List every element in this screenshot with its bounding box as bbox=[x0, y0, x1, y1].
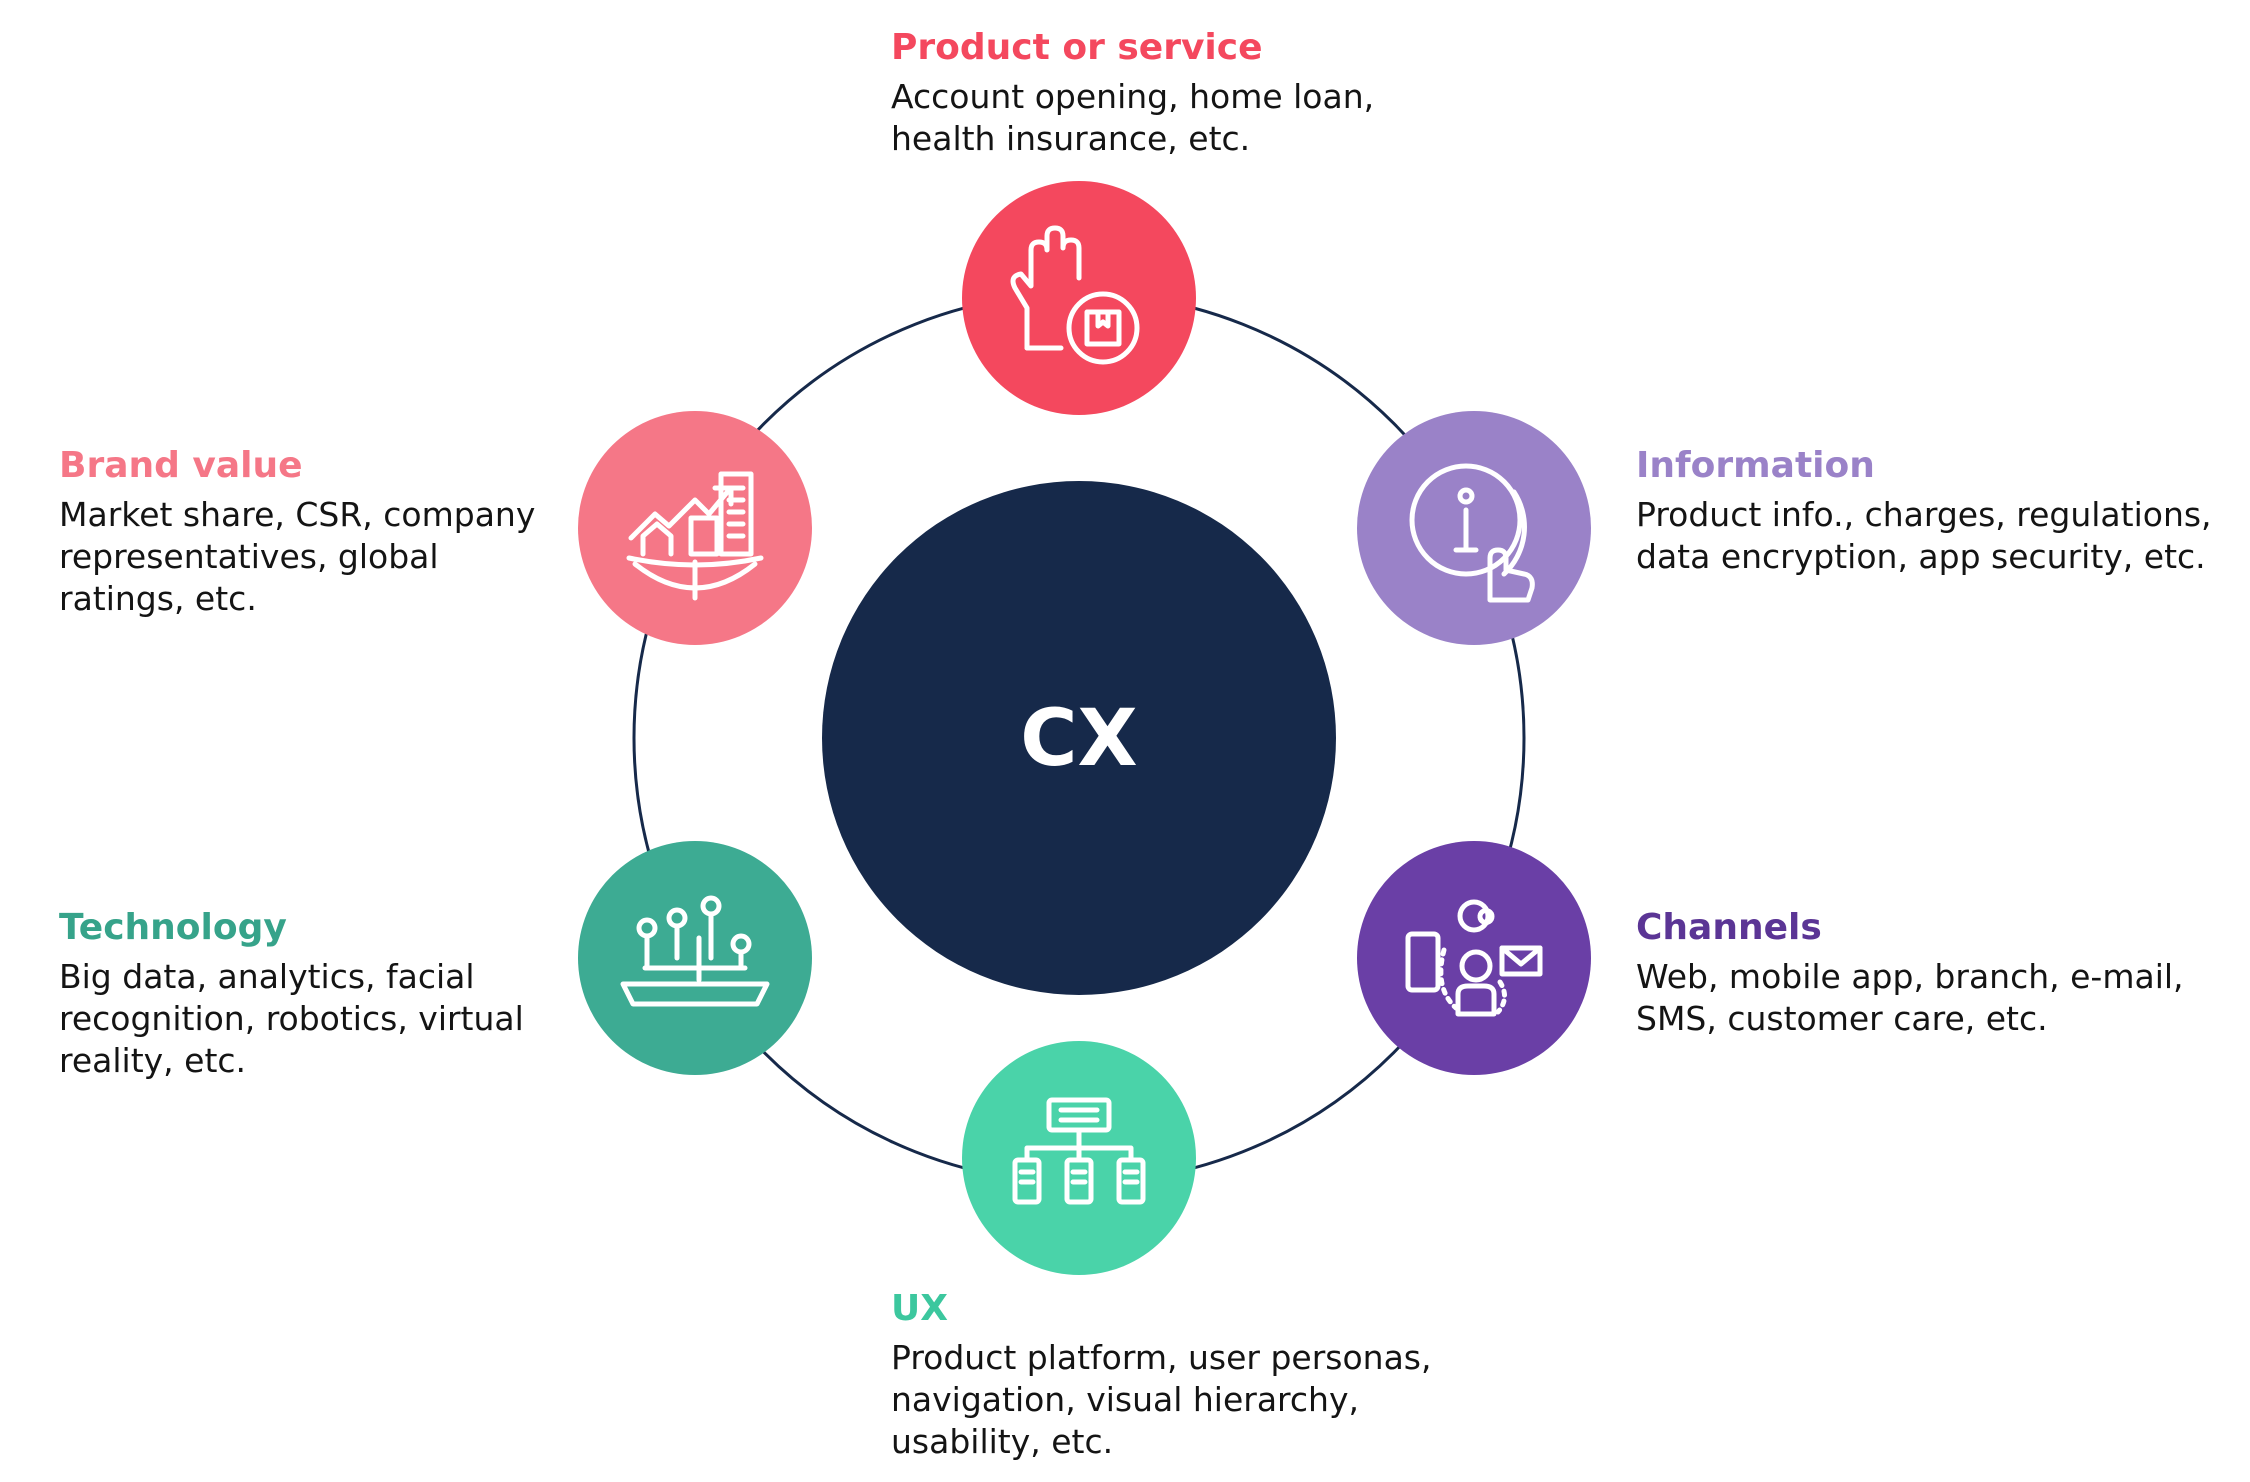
label-brand-desc-line-3: ratings, etc. bbox=[59, 579, 257, 618]
label-product-desc-line-2: health insurance, etc. bbox=[891, 119, 1251, 158]
label-information-desc-line-2: data encryption, app security, etc. bbox=[1636, 537, 2206, 576]
label-technology-desc-line-2: recognition, robotics, virtual bbox=[59, 999, 524, 1038]
label-brand-title: Brand value bbox=[59, 445, 303, 486]
channels-icon bbox=[1405, 899, 1543, 1017]
node-ux bbox=[962, 1041, 1196, 1275]
label-channels-title: Channels bbox=[1636, 907, 1822, 948]
circuit-tech-icon bbox=[620, 895, 770, 1007]
growth-city-icon bbox=[626, 471, 764, 601]
label-ux-desc-line-1: Product platform, user personas, bbox=[891, 1338, 1432, 1377]
label-technology-title: Technology bbox=[59, 907, 287, 948]
label-technology-desc-line-3: reality, etc. bbox=[59, 1041, 247, 1080]
label-product-title: Product or service bbox=[891, 27, 1263, 68]
sitemap-icon bbox=[1012, 1097, 1146, 1205]
node-channels-circle bbox=[1357, 841, 1591, 1075]
label-channels-desc-line-1: Web, mobile app, branch, e-mail, bbox=[1636, 957, 2184, 996]
node-brand bbox=[578, 411, 812, 645]
label-channels-desc-line-2: SMS, customer care, etc. bbox=[1636, 999, 2048, 1038]
node-technology bbox=[578, 841, 812, 1075]
label-ux-desc-line-3: usability, etc. bbox=[891, 1422, 1114, 1461]
info-touch-icon bbox=[1409, 463, 1535, 603]
label-information: Information Product info., charges, regu… bbox=[1636, 444, 2212, 578]
node-information bbox=[1357, 411, 1591, 645]
hand-with-box-icon bbox=[1010, 225, 1140, 365]
label-information-desc-line-1: Product info., charges, regulations, bbox=[1636, 495, 2212, 534]
label-product: Product or service Account opening, home… bbox=[891, 26, 1374, 160]
cx-center-circle bbox=[822, 481, 1336, 995]
node-product bbox=[962, 181, 1196, 415]
label-brand-desc-line-1: Market share, CSR, company bbox=[59, 495, 536, 534]
node-product-circle bbox=[962, 181, 1196, 415]
node-brand-circle bbox=[578, 411, 812, 645]
label-channels: Channels Web, mobile app, branch, e-mail… bbox=[1636, 906, 2184, 1040]
label-information-title: Information bbox=[1636, 445, 1875, 486]
label-ux-desc-line-2: navigation, visual hierarchy, bbox=[891, 1380, 1359, 1419]
node-information-circle bbox=[1357, 411, 1591, 645]
label-brand-desc-line-2: representatives, global bbox=[59, 537, 439, 576]
node-technology-circle bbox=[578, 841, 812, 1075]
label-product-desc-line-1: Account opening, home loan, bbox=[891, 77, 1375, 116]
label-brand: Brand value Market share, CSR, company r… bbox=[59, 444, 535, 620]
cx-center-label: CX bbox=[1020, 694, 1137, 784]
label-technology: Technology Big data, analytics, facial r… bbox=[59, 906, 524, 1082]
label-ux-title: UX bbox=[891, 1288, 948, 1329]
node-channels bbox=[1357, 841, 1591, 1075]
label-ux: UX Product platform, user personas, navi… bbox=[891, 1287, 1431, 1463]
label-technology-desc-line-1: Big data, analytics, facial bbox=[59, 957, 475, 996]
